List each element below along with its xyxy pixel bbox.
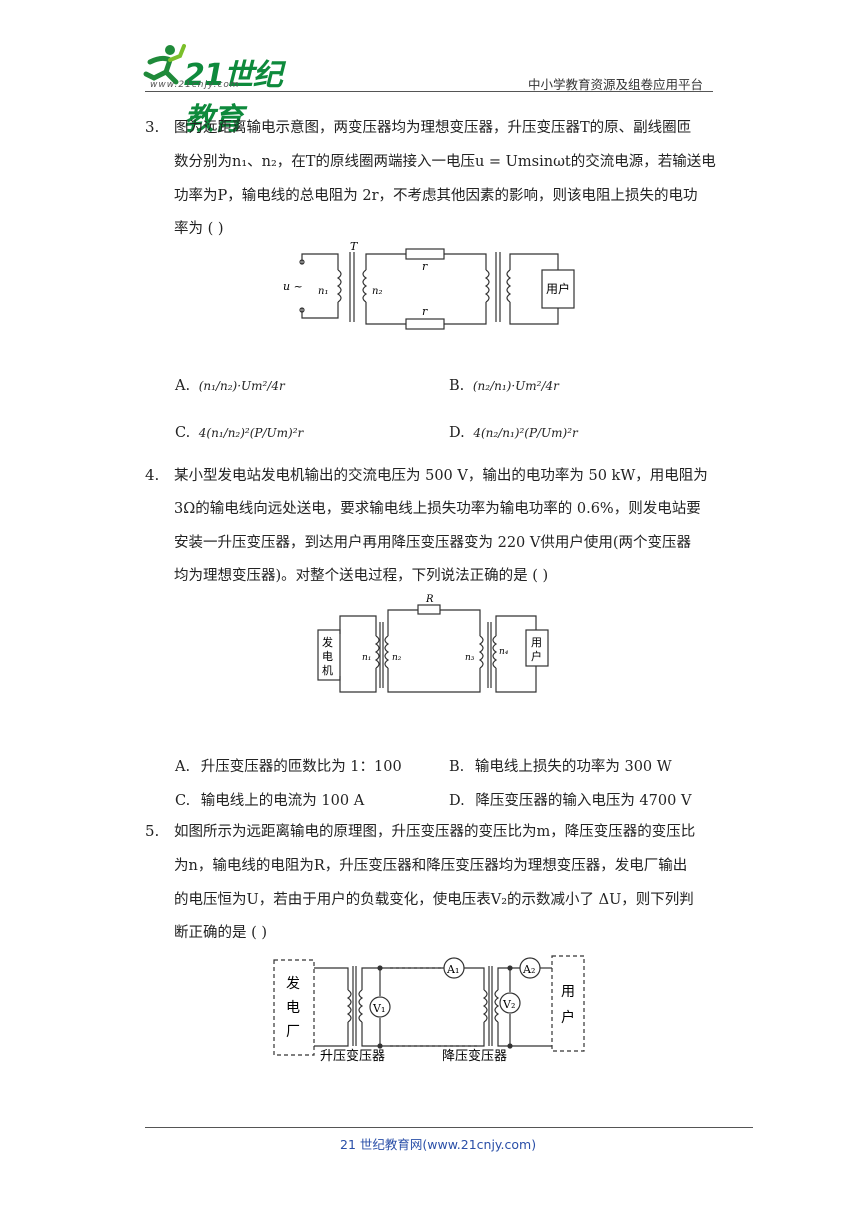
footer-link[interactable]: 21 世纪教育网(www.21cnjy.com) [340,1137,537,1152]
q5-line-2: 为n，输电线的电阻为R，升压变压器和降压变压器均为理想变压器，发电厂输出 [174,858,688,874]
q4-option-c[interactable]: C. 输电线上的电流为 100 A [175,793,365,809]
q4-label-gen-3: 机 [322,663,333,677]
q5-line-4: 断正确的是 ( ) [174,925,268,941]
q5-label-user-1: 用 [561,984,575,1000]
q3-circuit-diagram: u ~ n₁ T n₂ r r 用户 [283,240,575,330]
q4-label-n4: n₄ [499,647,509,657]
q3-option-d[interactable]: D. 4(n₂/n₁)²(P/Um)²r [449,425,578,441]
q5-label-V2: V₂ [502,998,515,1011]
q5-label-plant-1: 发 [286,976,300,992]
q4-line-1: 某小型发电站发电机输出的交流电压为 500 V，输出的电功率为 50 kW，用电… [174,468,708,484]
q4-circuit-diagram: 发 电 机 n₁ n₂ R n₃ n₄ 用 户 [317,594,549,693]
q4-label-n3: n₃ [465,653,475,663]
q5-label-A2: A₂ [522,963,535,976]
q3-label-r-bottom: r [422,305,428,318]
q3-line-3: 功率为P，输电线的总电阻为 2r，不考虑其他因素的影响，则该电阻上损失的电功 [174,188,698,204]
q3-option-c-text: 4(n₁/n₂)²(P/Um)²r [198,426,304,440]
q4-line-4: 均为理想变压器)。对整个送电过程，下列说法正确的是 ( ) [174,568,549,584]
runner-logo-icon [143,44,186,85]
q5-label-step-up: 升压变压器 [320,1048,385,1064]
logo-url: www.21cnjy.com [150,80,240,90]
q4-option-d-text: 降压变压器的输入电压为 4700 V [475,793,692,809]
q5-number: 5. [145,822,160,840]
q3-label-T: T [350,240,359,253]
q3-option-b[interactable]: B. (n₂/n₁)·Um²/4r [449,378,559,394]
q4-label-gen-1: 发 [322,635,333,649]
logo: 21世纪教育 www.21cnjy.com [140,42,310,137]
q5-label-user-2: 户 [561,1009,575,1026]
q3-line-2: 数分别为n₁、n₂，在T的原线圈两端接入一电压u = Umsinωt的交流电源，… [174,154,716,170]
q5-line-3: 的电压恒为U，若由于用户的负载变化，使电压表V₂的示数减小了 ΔU，则下列判 [174,892,694,908]
q4-option-a-text: 升压变压器的匝数比为 1：100 [200,759,402,775]
q5-line-1: 如图所示为远距离输电的原理图，升压变压器的变压比为m，降压变压器的变压比 [174,824,696,840]
q4-label-user-1: 用 [531,636,542,649]
q3-label-n2: n₂ [372,286,382,297]
q4-label-user-2: 户 [531,649,542,663]
header-divider [145,91,713,92]
q4-line-3: 安装一升压变压器，到达用户再用降压变压器变为 220 V供用户使用(两个变压器 [174,535,692,551]
q5-label-V1: V₁ [372,1002,385,1015]
q5-label-plant-3: 厂 [286,1024,300,1040]
q4-number: 4. [145,466,160,484]
q4-option-b-text: 输电线上损失的功率为 300 W [474,759,672,775]
footer-divider [145,1127,753,1128]
q4-option-d[interactable]: D. 降压变压器的输入电压为 4700 V [449,793,692,809]
q3-option-d-text: 4(n₂/n₁)²(P/Um)²r [473,426,578,440]
q3-number: 3. [145,118,160,136]
q4-label-n2: n₂ [392,653,402,663]
q5-circuit-diagram: 发 电 厂 V₁ A₁ V₂ A₂ 用 户 升压变压器 降压变压器 [273,955,585,1064]
q3-label-user: 用户 [546,281,570,296]
logo-text: 21世纪教育 [184,58,283,137]
q3-option-a-text: (n₁/n₂)·Um²/4r [198,379,285,393]
q4-label-n1: n₁ [362,653,371,663]
q4-option-a[interactable]: A. 升压变压器的匝数比为 1：100 [175,759,402,775]
q3-label-n1: n₁ [318,286,328,297]
q4-option-c-text: 输电线上的电流为 100 A [200,793,365,809]
q5-label-plant-2: 电 [286,1000,300,1016]
q3-option-c[interactable]: C. 4(n₁/n₂)²(P/Um)²r [175,425,304,441]
q4-label-R: R [425,594,434,605]
q3-option-a[interactable]: A. (n₁/n₂)·Um²/4r [175,378,285,394]
q4-label-gen-2: 电 [322,650,333,663]
q3-label-u: u ~ [283,280,303,293]
q3-label-r-top: r [422,260,428,273]
q4-option-b[interactable]: B. 输电线上损失的功率为 300 W [449,759,672,775]
q4-line-2: 3Ω的输电线向远处送电，要求输电线上损失功率为输电功率的 0.6%，则发电站要 [174,501,701,517]
q3-option-b-text: (n₂/n₁)·Um²/4r [472,379,559,393]
q3-line-4: 率为 ( ) [174,221,224,237]
platform-title: 中小学教育资源及组卷应用平台 [528,77,704,92]
q5-label-step-down: 降压变压器 [442,1048,507,1064]
q3-line-1: 图为远距离输电示意图，两变压器均为理想变压器，升压变压器T的原、副线圈匝 [174,120,692,136]
q5-label-A1: A₁ [446,963,459,976]
